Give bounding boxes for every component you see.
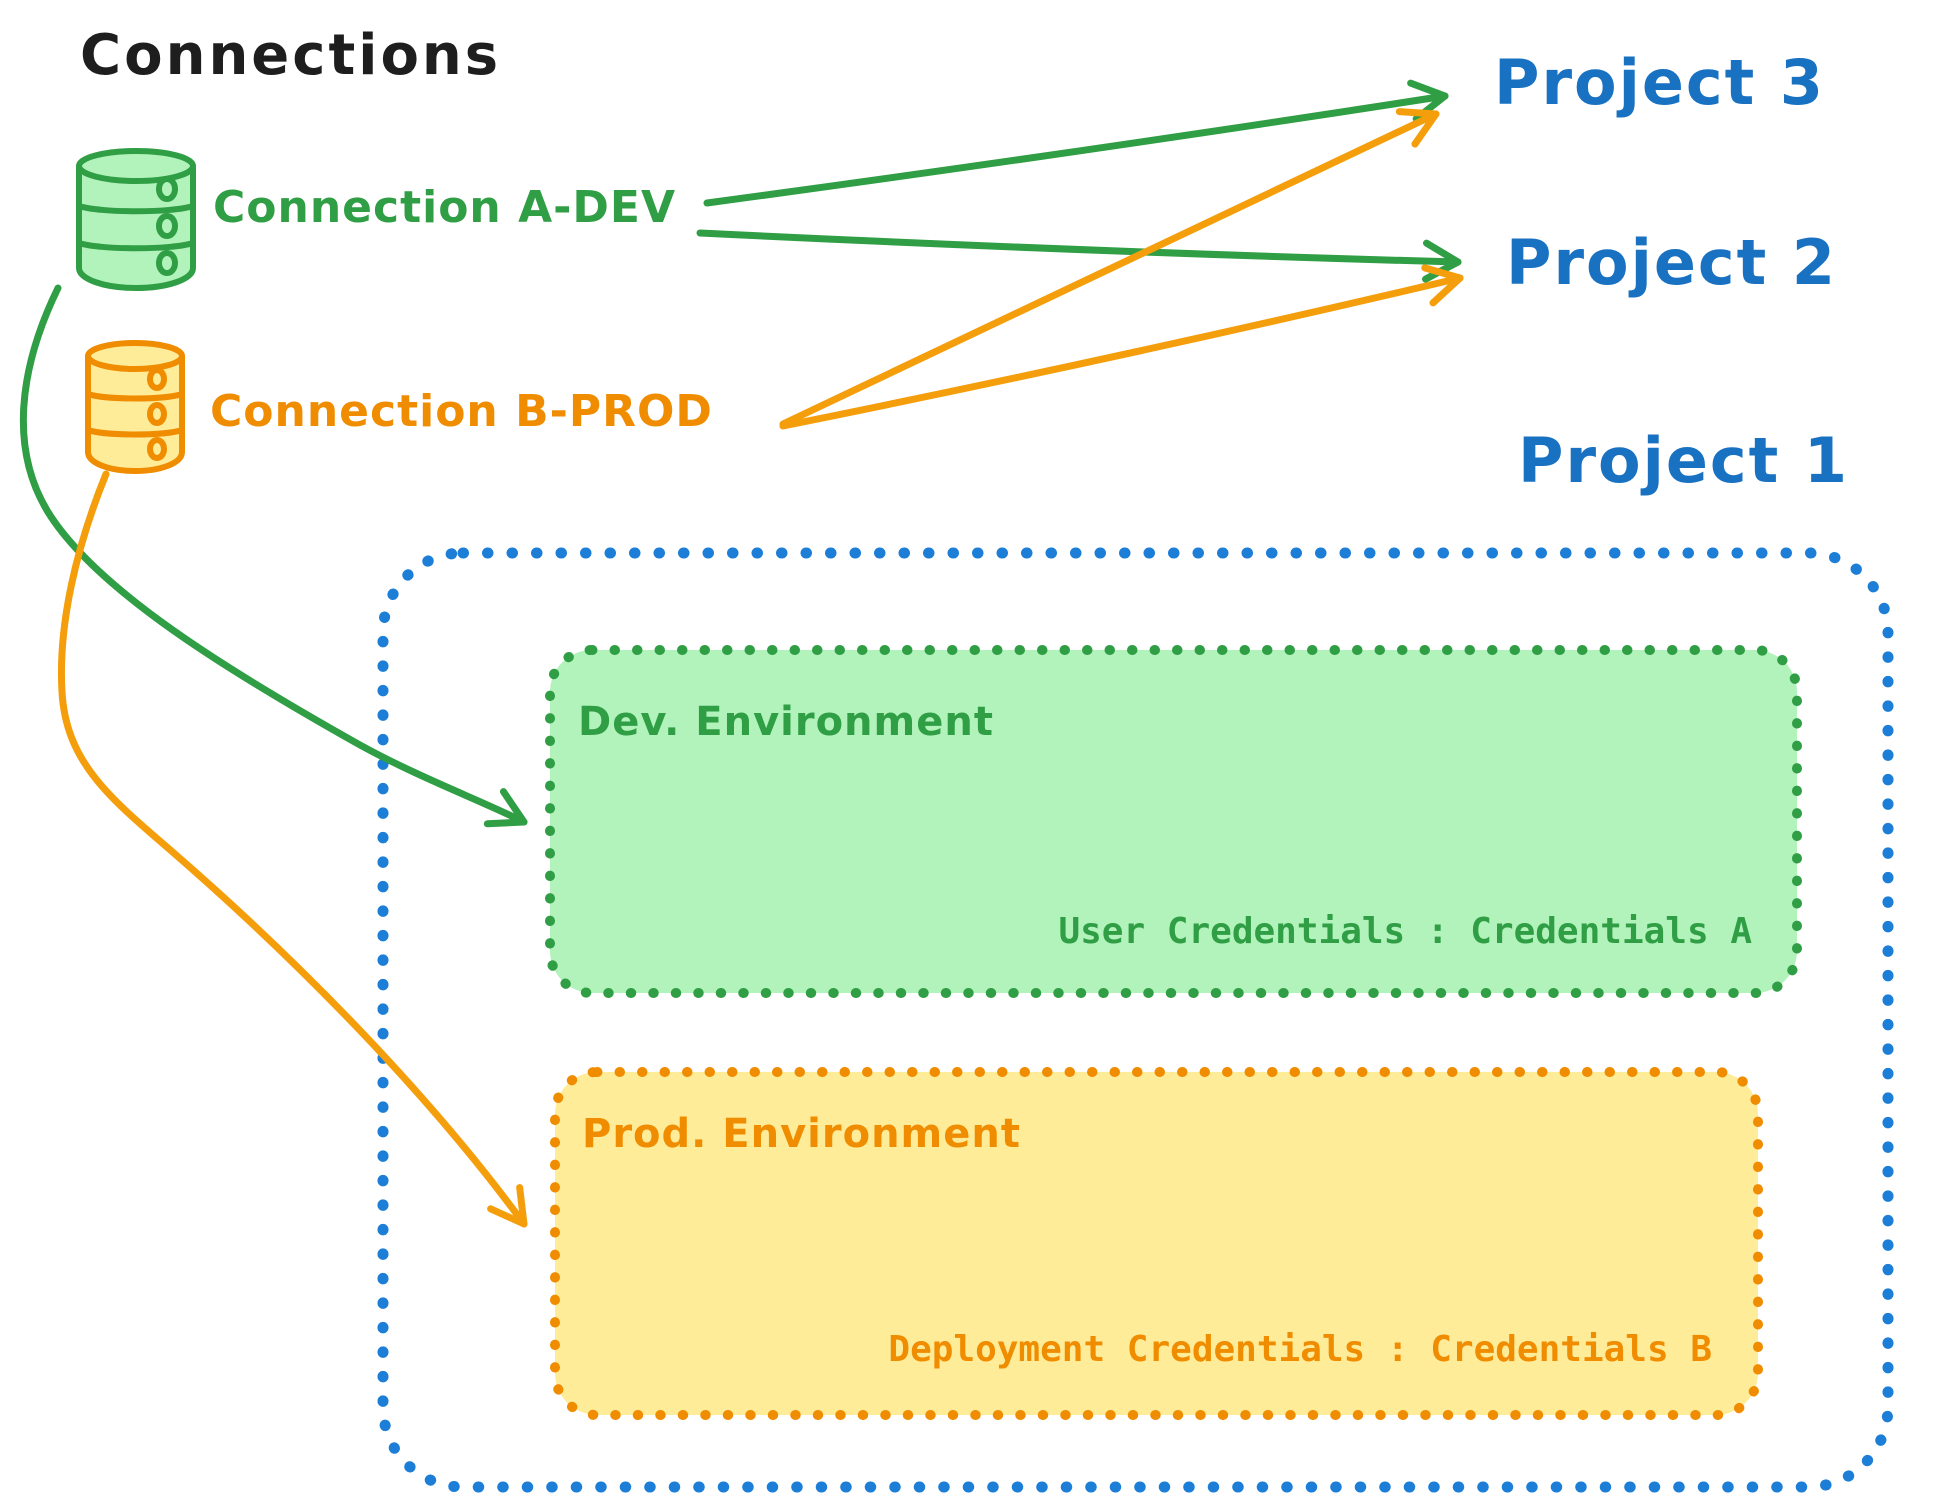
arrow-adev-to-project2 xyxy=(696,229,1462,283)
prod-environment-credentials: Deployment Credentials : Credentials B xyxy=(888,1329,1712,1370)
arrow-adev-to-project3 xyxy=(703,79,1449,207)
arrow-bprod-to-prod-environment xyxy=(58,470,528,1228)
project-3-label: Project 3 xyxy=(1494,46,1826,119)
diagram-title: Connections xyxy=(80,23,502,88)
project-1-label: Project 1 xyxy=(1518,424,1850,497)
project-2-label: Project 2 xyxy=(1506,226,1838,299)
connection-b-prod-label: Connection B-PROD xyxy=(210,386,713,437)
database-icon xyxy=(76,148,196,292)
prod-environment-title: Prod. Environment xyxy=(582,1111,1021,1157)
arrow-adev-to-dev-environment xyxy=(19,284,528,828)
database-icon xyxy=(85,340,185,475)
dev-environment-title: Dev. Environment xyxy=(578,699,994,745)
project1-container-box xyxy=(377,547,1894,1493)
arrow-bprod-to-project3 xyxy=(779,108,1440,428)
prod-environment-box xyxy=(550,1067,1763,1420)
connection-a-dev-label: Connection A-DEV xyxy=(213,182,677,233)
arrow-bprod-to-project2 xyxy=(779,264,1464,430)
dev-environment-box xyxy=(545,645,1802,998)
dev-environment-credentials: User Credentials : Credentials A xyxy=(1058,911,1752,952)
